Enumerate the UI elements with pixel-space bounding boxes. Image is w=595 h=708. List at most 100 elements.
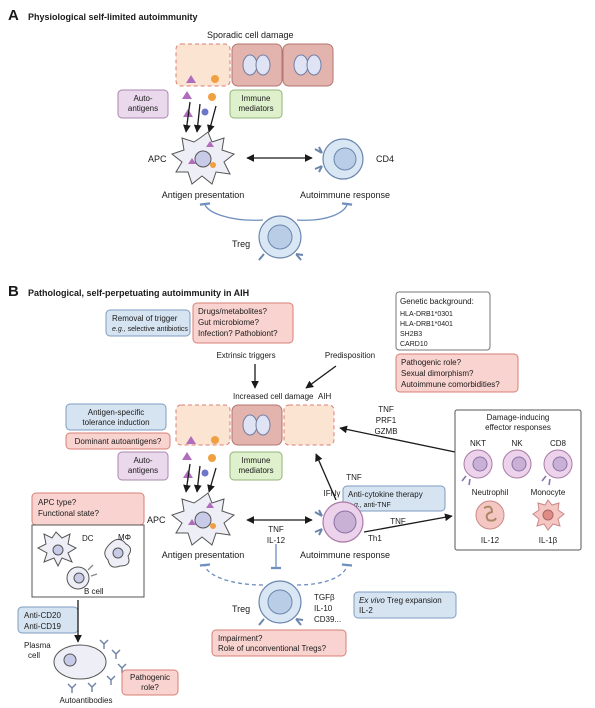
apc-label: APC xyxy=(147,515,166,525)
pathogenic-role-box xyxy=(395,353,519,393)
apc-cell xyxy=(170,131,236,185)
antigen-presentation-label: Antigen presentation xyxy=(162,190,245,200)
hepatocyte xyxy=(231,404,283,446)
antigen-particles xyxy=(182,75,219,117)
apc-type-line2: Functional state? xyxy=(38,509,99,518)
dominant-autoantigens-label: Dominant autoantigens? xyxy=(75,437,162,446)
pathogenic-role-line1: Pathogenic role? xyxy=(401,358,462,367)
predisposition-label: Predisposition xyxy=(325,351,375,360)
genetic-background-box xyxy=(395,291,491,351)
cd39-label: CD39... xyxy=(314,615,341,624)
cd8-label: CD8 xyxy=(550,439,567,448)
antigen-presentation-label: Antigen presentation xyxy=(162,550,245,560)
monocyte-label: Monocyte xyxy=(531,488,566,497)
cytokine-prf1: PRF1 xyxy=(376,416,397,425)
cd8-cell xyxy=(541,449,573,486)
monocyte-cell xyxy=(532,499,565,531)
autoantigens-label-1: Auto- xyxy=(133,94,152,103)
drugs-metabolites-line1: Drugs/metabolites? xyxy=(198,307,267,316)
il12-neutrophil: IL-12 xyxy=(481,536,500,545)
nk-cell xyxy=(502,449,532,479)
plasma-label-1: Plasma xyxy=(24,641,51,650)
genetic-item: CARD10 xyxy=(400,341,428,348)
nkt-label: NKT xyxy=(470,439,486,448)
th1-label: Th1 xyxy=(368,534,382,543)
immune-mediators-label-2: mediators xyxy=(238,104,273,113)
il10-label: IL-10 xyxy=(314,604,333,613)
cytokine-gzmb: GZMB xyxy=(374,427,397,436)
immune-mediators-box xyxy=(229,89,283,119)
antigen-particles xyxy=(182,436,219,478)
anti-cd20-label: Anti-CD20 xyxy=(24,611,61,620)
immune-mediators-label-1: Immune xyxy=(242,94,271,103)
aih-label: AIH xyxy=(318,392,332,401)
autoantibodies-label: Autoantibodies xyxy=(60,696,113,705)
plasma-cell xyxy=(53,644,107,680)
immune-mediators-label-1: Immune xyxy=(242,456,271,465)
apc-label: APC xyxy=(148,154,167,164)
il1b-label: IL-1β xyxy=(539,536,558,545)
il12-center-label: IL-12 xyxy=(267,536,286,545)
genetic-item: HLA-DRB1*0401 xyxy=(400,321,453,328)
tnf-mid-label: TNF xyxy=(346,473,362,482)
antigen-specific-tolerance-box xyxy=(65,403,167,431)
plasma-label-2: cell xyxy=(28,651,40,660)
autoantigens-label-1: Auto- xyxy=(133,456,152,465)
damaged-hepatocyte xyxy=(175,43,231,87)
genetic-item: HLA-DRB1*0301 xyxy=(400,311,453,318)
pathogenic-small-line1: Pathogenic xyxy=(130,673,170,682)
panel-b: B Pathological, self-perpetuating autoim… xyxy=(8,283,582,705)
apc-cell xyxy=(170,492,236,546)
panel-a-letter: A xyxy=(8,7,19,24)
tnf-center-label: TNF xyxy=(268,525,284,534)
tnf-right-label: TNF xyxy=(390,517,406,526)
il2-label: IL-2 xyxy=(359,606,373,615)
tgfb-label: TGFβ xyxy=(314,593,335,602)
anti-cytokine-line1: Anti-cytokine therapy xyxy=(348,490,423,499)
cd4-cell xyxy=(314,138,364,180)
cytokine-tnf: TNF xyxy=(378,405,394,414)
panel-b-letter: B xyxy=(8,283,19,300)
dendritic-cell xyxy=(36,531,78,568)
removal-of-trigger-line1: Removal of trigger xyxy=(112,314,178,323)
treg-cell xyxy=(258,215,304,261)
treg-cell xyxy=(258,580,304,626)
damaged-hepatocyte xyxy=(283,404,335,446)
immune-mediators-label-2: mediators xyxy=(238,466,273,475)
effector-title-line2: effector responses xyxy=(485,423,551,432)
damaged-hepatocyte xyxy=(175,404,231,446)
panel-b-title: Pathological, self-perpetuating autoimmu… xyxy=(28,288,249,298)
antigen-specific-line1: Antigen-specific xyxy=(88,408,144,417)
removal-of-trigger-line2: e.g., selective antibiotics xyxy=(112,326,188,333)
autoantigens-box xyxy=(117,89,169,119)
nkt-cell xyxy=(461,449,493,486)
dominant-autoantigens-box xyxy=(65,432,171,450)
macrophage-label: MΦ xyxy=(118,533,131,542)
macrophage-cell xyxy=(104,538,132,568)
ifng-label: IFNγ xyxy=(324,489,341,498)
drugs-metabolites-line3: Infection? Pathobiont? xyxy=(198,329,278,338)
antigen-specific-line2: tolerance induction xyxy=(82,418,149,427)
genetic-background-title: Genetic background: xyxy=(400,297,474,306)
b-cell-label: B cell xyxy=(84,587,104,596)
impairment-line1: Impairment? xyxy=(218,634,263,643)
treg-label: Treg xyxy=(232,239,250,249)
hepatocyte xyxy=(231,43,283,87)
cd4-label: CD4 xyxy=(376,154,394,164)
panel-a: A Physiological self-limited autoimmunit… xyxy=(8,7,394,261)
anti-cd19-label: Anti-CD19 xyxy=(24,622,61,631)
extrinsic-triggers-label: Extrinsic triggers xyxy=(216,351,275,360)
genetic-item: SH2B3 xyxy=(400,331,422,338)
sporadic-cell-damage-label: Sporadic cell damage xyxy=(207,30,294,40)
b-cell xyxy=(66,564,98,590)
impairment-line2: Role of unconventional Tregs? xyxy=(218,644,327,653)
impairment-box xyxy=(211,629,347,657)
drugs-metabolites-box xyxy=(192,302,294,344)
exvivo-treg-line1: Ex vivo Treg expansion xyxy=(359,596,442,605)
effector-title-line1: Damage-inducing xyxy=(487,413,550,422)
pathogenic-role-small-box xyxy=(121,669,179,696)
panel-a-title: Physiological self-limited autoimmunity xyxy=(28,12,198,22)
apc-type-line1: APC type? xyxy=(38,498,77,507)
hepatocyte xyxy=(282,43,334,87)
